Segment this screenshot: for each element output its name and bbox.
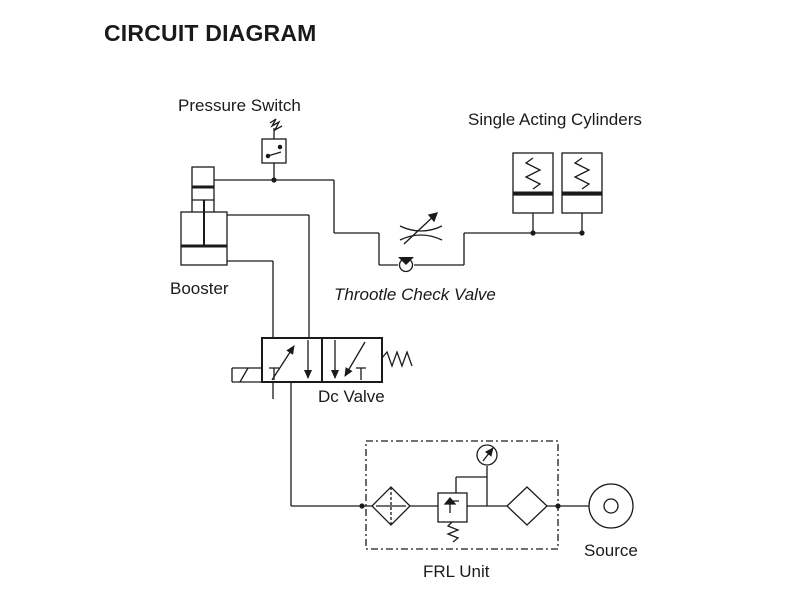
- dc-valve-symbol: [231, 215, 413, 507]
- source-symbol: [588, 483, 634, 529]
- booster-symbol: [180, 166, 334, 266]
- single-acting-cylinders-label: Single Acting Cylinders: [468, 110, 642, 129]
- pressure-switch-label: Pressure Switch: [178, 96, 301, 115]
- junction-dot: [359, 503, 365, 509]
- dc-valve-label: Dc Valve: [318, 387, 385, 406]
- junction-dot: [555, 503, 561, 509]
- frl-unit-label: FRL Unit: [423, 562, 490, 581]
- page-title: CIRCUIT DIAGRAM: [104, 20, 317, 46]
- booster-label: Booster: [170, 279, 229, 298]
- source-label: Source: [584, 541, 638, 560]
- frl-unit-symbol: [365, 440, 590, 550]
- junction-dot: [271, 177, 277, 183]
- throttle-check-valve-symbol: [378, 212, 465, 273]
- junction-dot: [579, 230, 585, 236]
- junction-dot: [530, 230, 536, 236]
- pressure-switch-symbol: [261, 118, 287, 180]
- single-acting-cylinders-symbol: [512, 152, 603, 233]
- throttle-check-valve-label: Throotle Check Valve: [334, 285, 496, 304]
